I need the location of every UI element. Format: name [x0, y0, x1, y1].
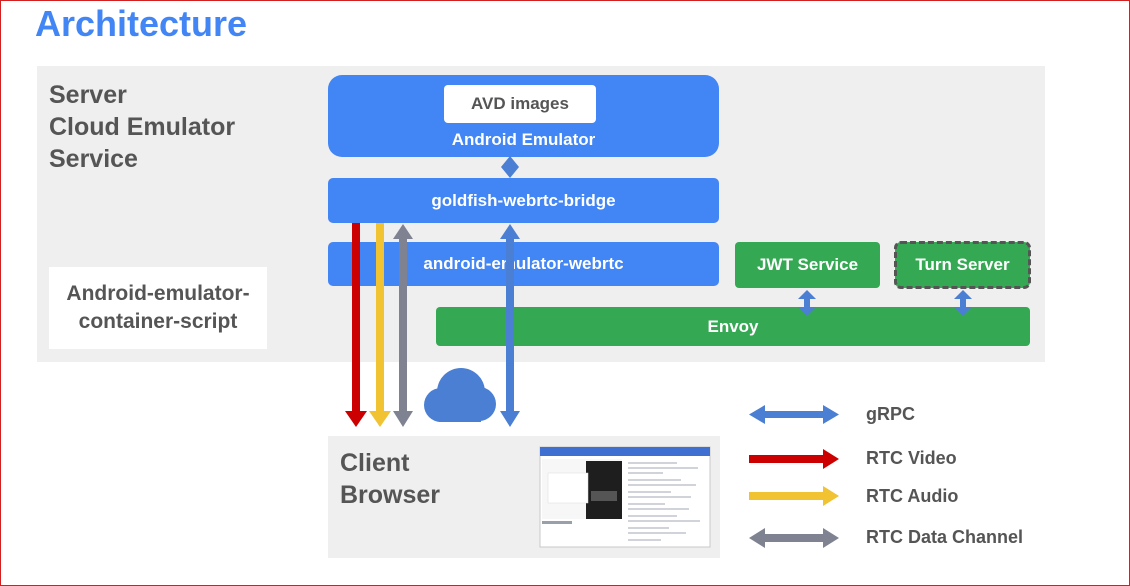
slide-title: Architecture	[35, 3, 248, 44]
legend-rtc-data-channel-arrow	[749, 528, 839, 548]
rtc-audio-arrow	[369, 223, 391, 427]
legend-rtc-data-channel-label: RTC Data Channel	[866, 527, 1024, 547]
container-script-line-1: Android-emulator-	[66, 282, 250, 305]
emulator-bridge-connector	[501, 156, 519, 178]
server-title-line-3: Service	[49, 145, 138, 173]
android-emulator-webrtc-box: android-emulator-webrtc	[328, 242, 719, 286]
legend-rtc-video-label: RTC Video	[866, 448, 957, 468]
container-script-line-2: container-script	[78, 310, 238, 333]
client-title-line-2: Browser	[340, 481, 441, 509]
cloud-icon	[424, 368, 496, 422]
android-emulator-label: Android Emulator	[451, 130, 596, 149]
server-title-line-1: Server	[49, 81, 127, 109]
legend-rtc-audio-arrow	[749, 486, 839, 506]
turn-envoy-connector	[954, 290, 972, 316]
envoy-box: Envoy	[436, 307, 1030, 346]
legend	[749, 405, 839, 548]
client-title: Client Browser	[340, 447, 440, 511]
jwt-envoy-connector	[798, 290, 816, 316]
grpc-arrow	[500, 224, 520, 427]
jwt-service-label: JWT Service	[756, 255, 859, 274]
container-script-box: Android-emulator- container-script	[49, 267, 267, 349]
client-title-line-1: Client	[340, 449, 410, 477]
legend-grpc-arrow	[749, 405, 839, 424]
turn-server-box: Turn Server	[894, 241, 1031, 289]
jwt-service-box: JWT Service	[735, 242, 880, 288]
legend-rtc-audio-label: RTC Audio	[866, 486, 959, 506]
goldfish-webrtc-bridge-label: goldfish-webrtc-bridge	[431, 190, 616, 210]
server-title: Server Cloud Emulator Service	[49, 79, 235, 175]
browser-screenshot-thumbnail	[539, 446, 711, 548]
turn-server-label: Turn Server	[915, 255, 1010, 274]
avd-images-label: AVD images	[471, 94, 569, 113]
envoy-label: Envoy	[707, 316, 759, 336]
legend-rtc-video-arrow	[749, 449, 839, 469]
server-title-line-2: Cloud Emulator	[49, 113, 236, 141]
avd-images-box: AVD images	[444, 85, 596, 123]
rtc-video-arrow	[345, 223, 367, 427]
legend-grpc-label: gRPC	[866, 404, 915, 424]
android-emulator-webrtc-label: android-emulator-webrtc	[423, 254, 624, 273]
goldfish-webrtc-bridge-box: goldfish-webrtc-bridge	[328, 178, 719, 223]
rtc-data-channel-arrow	[393, 224, 413, 427]
